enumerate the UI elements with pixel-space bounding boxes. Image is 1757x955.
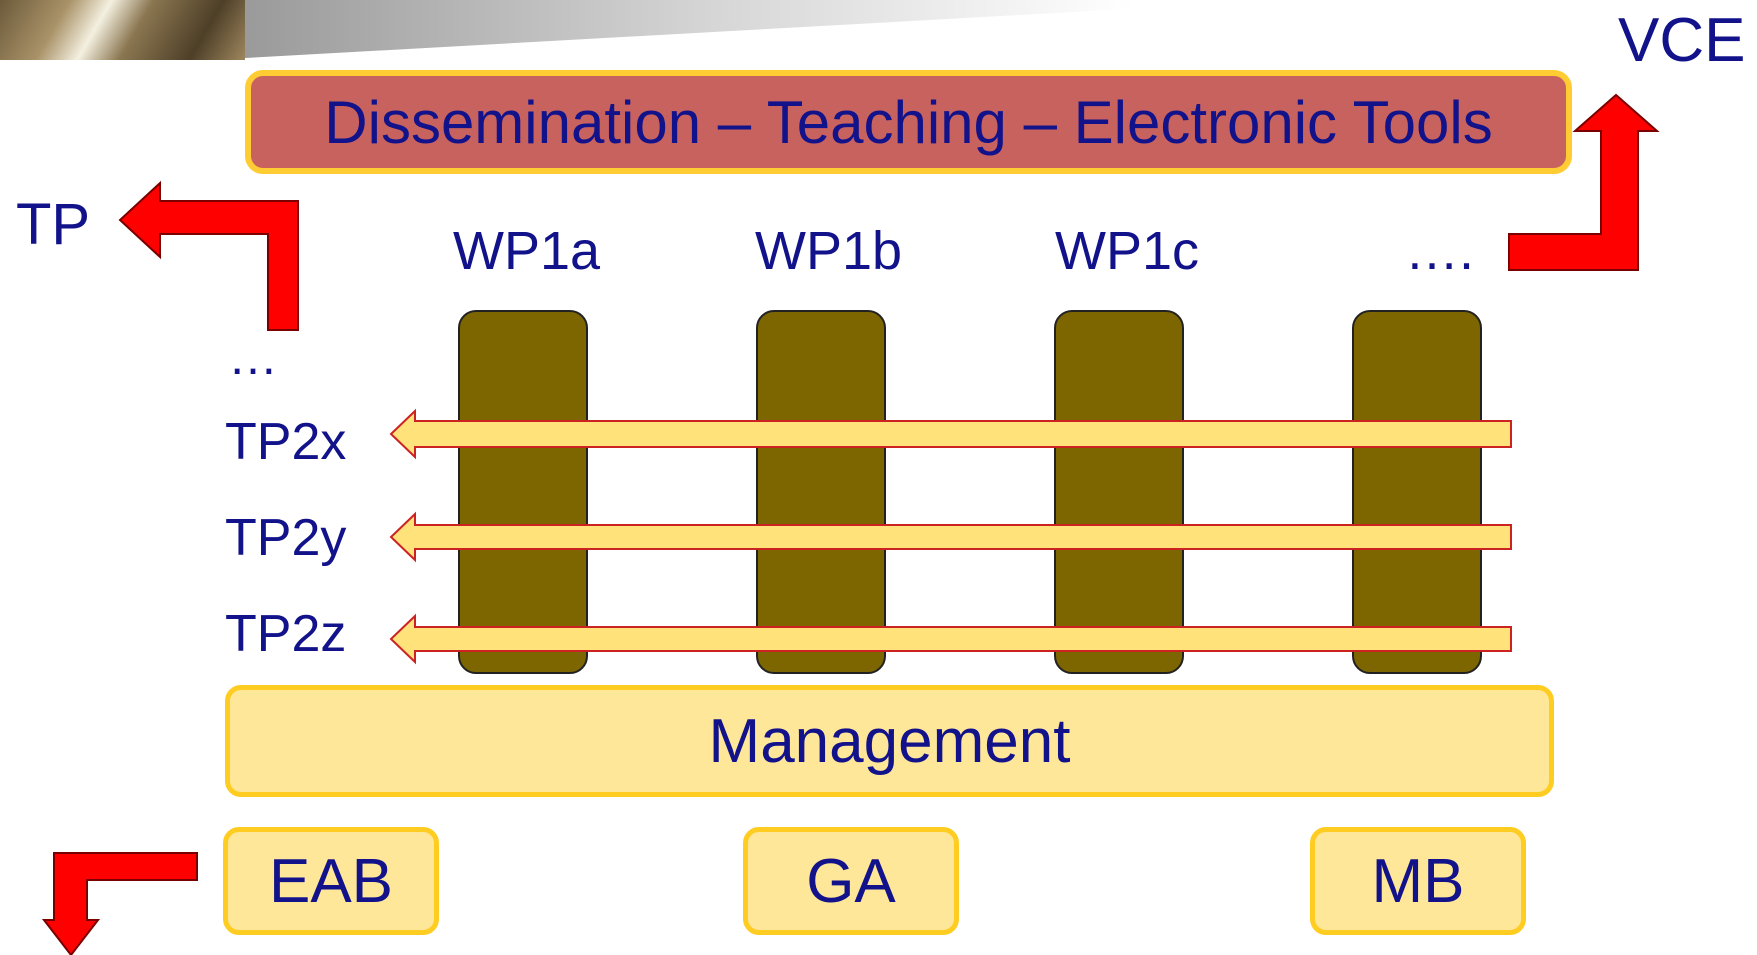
wp-header: WP1b: [755, 221, 903, 281]
body-box-mb: MB: [1310, 827, 1526, 935]
tp-row-label: TP2x: [225, 413, 347, 471]
tp-label: TP: [16, 192, 91, 257]
management-bar: Management: [225, 685, 1554, 797]
tp2x-arrow: [389, 408, 1512, 460]
wp-header: WP1a: [453, 221, 601, 281]
wp-pillar: [1054, 310, 1184, 674]
header-band: [245, 0, 1290, 58]
tp2y-arrow: [389, 511, 1512, 563]
wp-pillar: [756, 310, 886, 674]
dissemination-banner: Dissemination – Teaching – Electronic To…: [245, 70, 1572, 174]
down-bent-arrow: [41, 852, 198, 955]
body-box-eab: EAB: [223, 827, 439, 935]
header-swoosh: [245, 0, 1290, 58]
vce-bent-arrow: [1508, 93, 1660, 271]
tp-row-label: TP2y: [225, 509, 347, 567]
tp2z-arrow: [389, 613, 1512, 665]
tp-row-label: TP2z: [225, 605, 347, 663]
vce-label: VCE: [1618, 6, 1746, 75]
wp-pillar: [1352, 310, 1482, 674]
wp-pillar: [458, 310, 588, 674]
wp-header: ….: [1405, 221, 1475, 281]
tp-row-label: …: [228, 329, 278, 385]
tp-bent-arrow: [118, 180, 299, 331]
logo-image: [0, 0, 245, 60]
body-box-ga: GA: [743, 827, 959, 935]
wp-header: WP1c: [1055, 221, 1200, 281]
